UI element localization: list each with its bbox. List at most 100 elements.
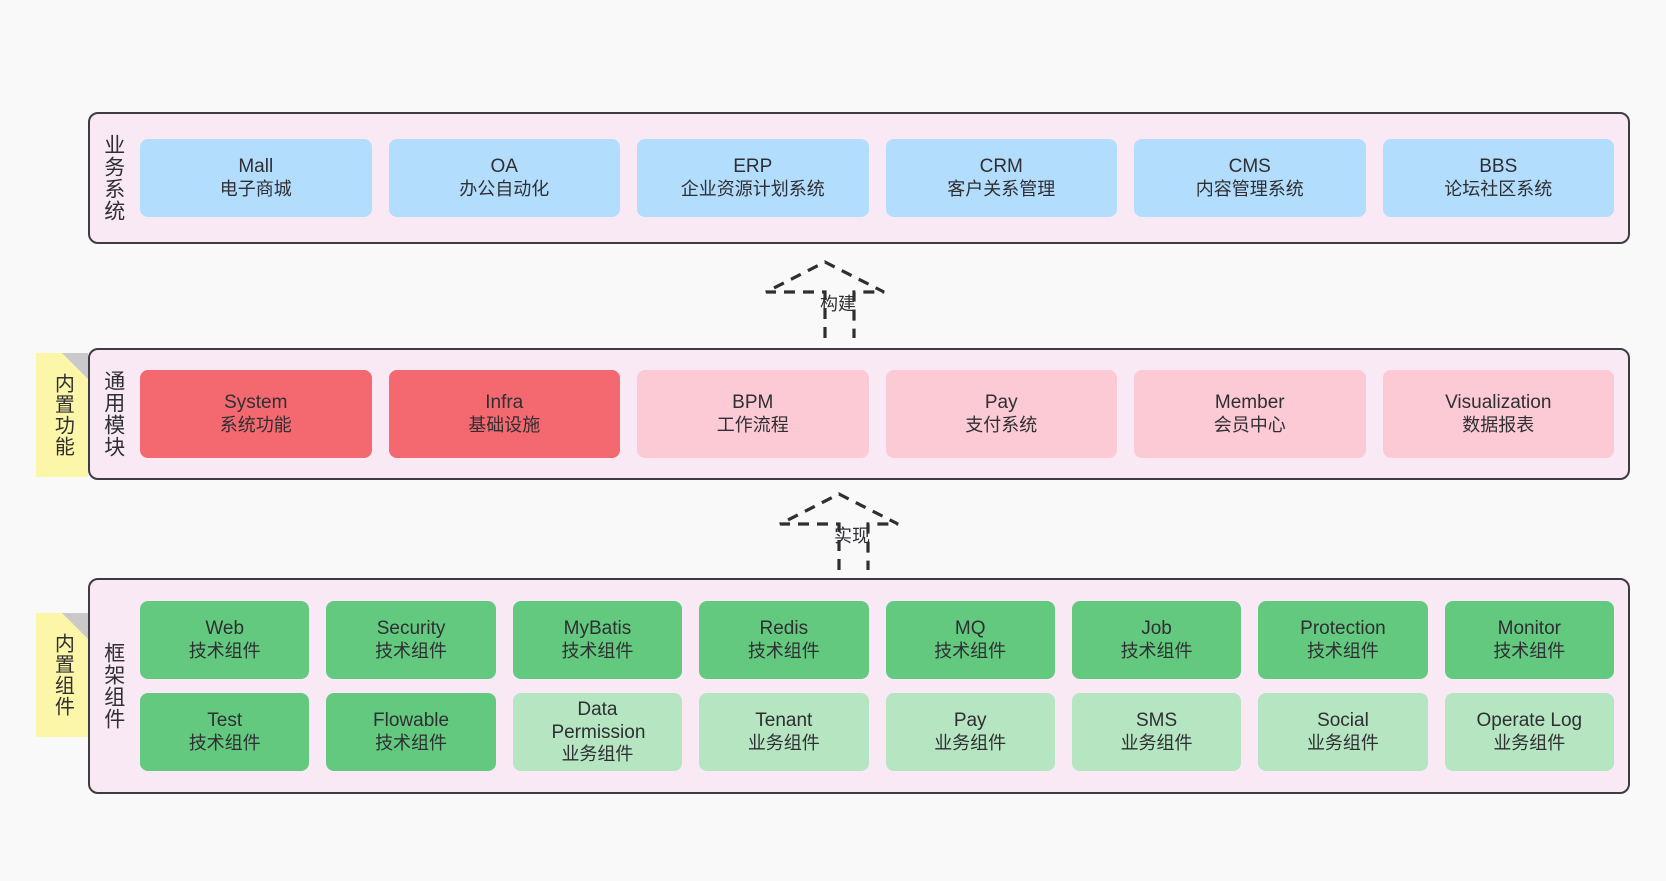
card-security[interactable]: Security 技术组件 — [326, 601, 496, 679]
card-redis-name: Redis — [759, 618, 809, 640]
card-security-desc: 技术组件 — [375, 640, 448, 661]
card-cms-desc: 内容管理系统 — [1195, 178, 1304, 199]
card-bbs-name: BBS — [1479, 156, 1518, 178]
card-mq-name: MQ — [954, 618, 986, 640]
connector-implement-label: 实现 — [834, 526, 870, 546]
card-job-name: Job — [1141, 618, 1172, 640]
layer-body-framework-component: Web 技术组件 Security 技术组件 MyBatis 技术组件 Redi… — [136, 580, 1628, 792]
card-protection-desc: 技术组件 — [1306, 640, 1379, 661]
card-mq-desc: 技术组件 — [934, 640, 1007, 661]
sticky-builtin-component-label: 内置组件 — [51, 633, 74, 717]
card-row-framework-tech: Web 技术组件 Security 技术组件 MyBatis 技术组件 Redi… — [140, 601, 1614, 679]
card-mall-name: Mall — [238, 156, 274, 178]
sticky-builtin-function: 内置功能 — [36, 353, 88, 477]
layer-title-framework-component: 框架组件 — [101, 642, 125, 730]
card-social[interactable]: Social 业务组件 — [1258, 693, 1428, 771]
card-social-desc: 业务组件 — [1306, 732, 1379, 753]
card-row-common: System 系统功能 Infra 基础设施 BPM 工作流程 Pay 支付系统 — [140, 370, 1614, 458]
sticky-builtin-function-label: 内置功能 — [51, 373, 74, 457]
card-erp[interactable]: ERP 企业资源计划系统 — [637, 139, 869, 217]
card-protection[interactable]: Protection 技术组件 — [1258, 601, 1428, 679]
card-data-permission-name: Data Permission — [551, 698, 646, 744]
card-cms-name: CMS — [1228, 156, 1271, 178]
card-sms[interactable]: SMS 业务组件 — [1071, 693, 1242, 771]
layer-title-common-module: 通用模块 — [101, 370, 125, 458]
card-infra[interactable]: Infra 基础设施 — [388, 370, 620, 458]
card-pay-module[interactable]: Pay 支付系统 — [885, 370, 1117, 458]
card-web-name: Web — [205, 618, 245, 640]
card-oa-name: OA — [490, 156, 518, 178]
card-pay-component-name: Pay — [953, 710, 987, 732]
card-security-name: Security — [376, 618, 446, 640]
card-redis[interactable]: Redis 技术组件 — [699, 601, 869, 679]
card-operate-log-name: Operate Log — [1476, 710, 1583, 732]
card-bpm-name: BPM — [732, 392, 774, 414]
card-tenant[interactable]: Tenant 业务组件 — [699, 693, 869, 771]
card-infra-desc: 基础设施 — [468, 414, 541, 435]
card-data-permission-desc: 业务组件 — [561, 744, 634, 765]
card-mall-desc: 电子商城 — [219, 178, 292, 199]
card-row-business: Mall 电子商城 OA 办公自动化 ERP 企业资源计划系统 CRM 客户关系… — [140, 139, 1614, 217]
card-monitor-name: Monitor — [1497, 618, 1561, 640]
card-mybatis-desc: 技术组件 — [561, 640, 634, 661]
card-bpm[interactable]: BPM 工作流程 — [637, 370, 869, 458]
card-erp-name: ERP — [733, 156, 773, 178]
card-pay-module-desc: 支付系统 — [965, 414, 1038, 435]
card-sms-desc: 业务组件 — [1120, 732, 1193, 753]
card-mall[interactable]: Mall 电子商城 — [140, 139, 372, 217]
card-system[interactable]: System 系统功能 — [140, 370, 372, 458]
layer-framework-component: 框架组件 Web 技术组件 Security 技术组件 MyBatis 技术组 — [88, 578, 1630, 794]
card-web-desc: 技术组件 — [188, 640, 261, 661]
card-flowable-desc: 技术组件 — [375, 732, 448, 753]
layer-title-business-system: 业务系统 — [101, 134, 125, 222]
layer-body-business-system: Mall 电子商城 OA 办公自动化 ERP 企业资源计划系统 CRM 客户关系… — [136, 114, 1628, 242]
card-data-permission[interactable]: Data Permission 业务组件 — [512, 693, 683, 771]
card-mq[interactable]: MQ 技术组件 — [885, 601, 1055, 679]
card-pay-module-name: Pay — [984, 392, 1018, 414]
card-oa-desc: 办公自动化 — [459, 178, 550, 199]
card-test-desc: 技术组件 — [188, 732, 261, 753]
card-flowable-name: Flowable — [373, 710, 450, 732]
card-visualization-desc: 数据报表 — [1462, 414, 1535, 435]
card-flowable[interactable]: Flowable 技术组件 — [326, 693, 496, 771]
card-monitor-desc: 技术组件 — [1493, 640, 1566, 661]
card-web[interactable]: Web 技术组件 — [140, 601, 310, 679]
sticky-builtin-component: 内置组件 — [36, 613, 88, 737]
card-operate-log[interactable]: Operate Log 业务组件 — [1444, 693, 1614, 771]
card-erp-desc: 企业资源计划系统 — [680, 178, 825, 199]
card-infra-name: Infra — [485, 392, 524, 414]
card-mybatis[interactable]: MyBatis 技术组件 — [512, 601, 683, 679]
connector-implement: 实现 — [774, 490, 914, 576]
card-tenant-name: Tenant — [755, 710, 813, 732]
card-bbs-desc: 论坛社区系统 — [1444, 178, 1553, 199]
card-system-name: System — [224, 392, 288, 414]
card-oa[interactable]: OA 办公自动化 — [388, 139, 620, 217]
card-job-desc: 技术组件 — [1120, 640, 1193, 661]
card-visualization-name: Visualization — [1445, 392, 1552, 414]
card-redis-desc: 技术组件 — [747, 640, 820, 661]
connector-build-label: 构建 — [820, 294, 856, 314]
card-monitor[interactable]: Monitor 技术组件 — [1444, 601, 1614, 679]
card-crm[interactable]: CRM 客户关系管理 — [885, 139, 1117, 217]
card-protection-name: Protection — [1300, 618, 1386, 640]
card-pay-component-desc: 业务组件 — [934, 732, 1007, 753]
card-test-name: Test — [207, 710, 243, 732]
card-system-desc: 系统功能 — [219, 414, 292, 435]
card-row-framework-biz: Test 技术组件 Flowable 技术组件 Data Permission … — [140, 693, 1614, 771]
card-cms[interactable]: CMS 内容管理系统 — [1134, 139, 1366, 217]
card-sms-name: SMS — [1135, 710, 1178, 732]
card-tenant-desc: 业务组件 — [747, 732, 820, 753]
card-visualization[interactable]: Visualization 数据报表 — [1382, 370, 1614, 458]
layer-common-module: 通用模块 System 系统功能 Infra 基础设施 BPM 工作流程 — [88, 348, 1630, 480]
card-member-desc: 会员中心 — [1213, 414, 1286, 435]
card-social-name: Social — [1317, 710, 1369, 732]
card-test[interactable]: Test 技术组件 — [140, 693, 310, 771]
card-crm-desc: 客户关系管理 — [947, 178, 1056, 199]
card-member[interactable]: Member 会员中心 — [1134, 370, 1366, 458]
card-job[interactable]: Job 技术组件 — [1071, 601, 1242, 679]
card-bpm-desc: 工作流程 — [716, 414, 789, 435]
card-operate-log-desc: 业务组件 — [1493, 732, 1566, 753]
card-crm-name: CRM — [979, 156, 1023, 178]
card-bbs[interactable]: BBS 论坛社区系统 — [1382, 139, 1614, 217]
card-pay-component[interactable]: Pay 业务组件 — [885, 693, 1055, 771]
